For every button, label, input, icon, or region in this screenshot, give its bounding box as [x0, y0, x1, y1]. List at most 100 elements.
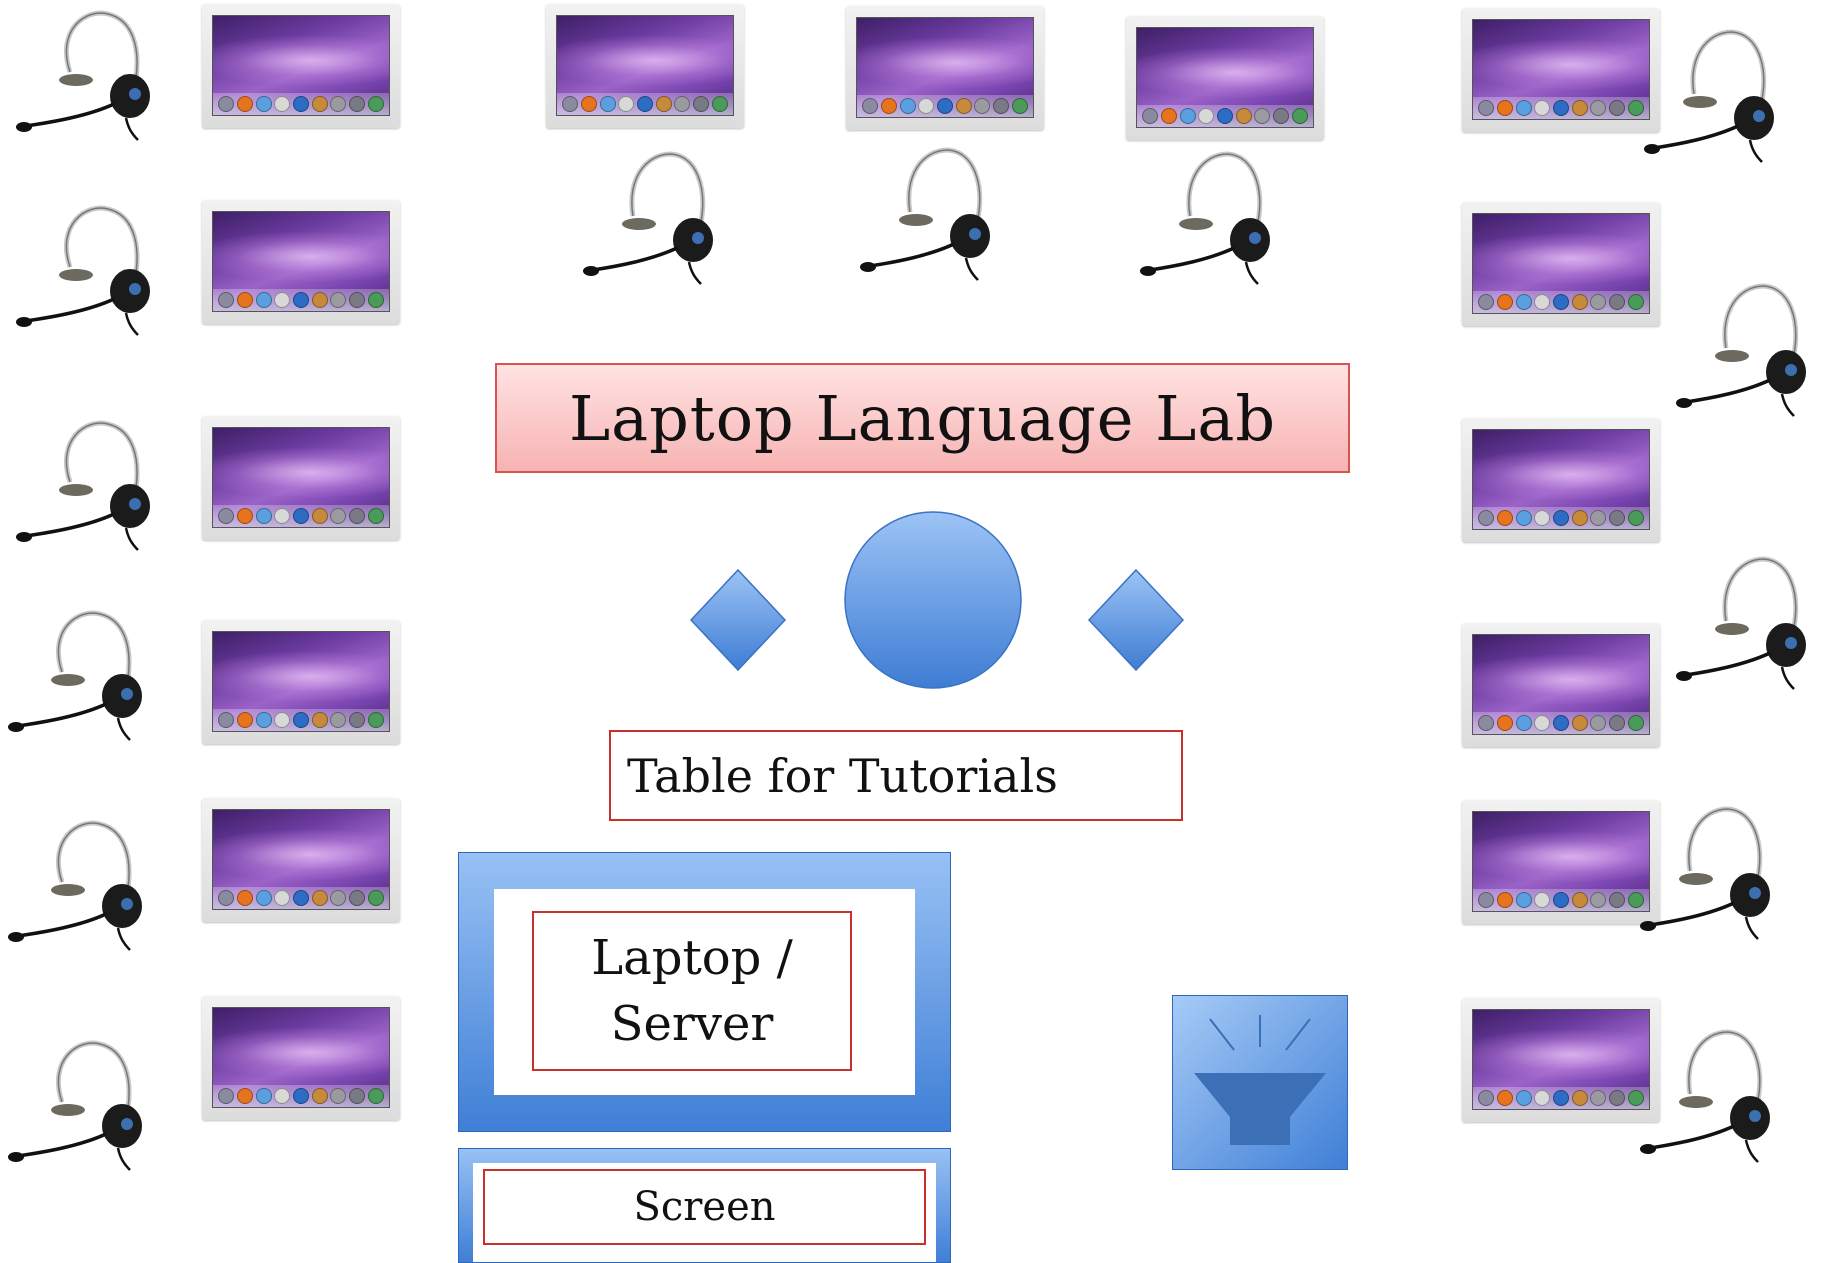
dock-app-icon	[348, 292, 365, 308]
dock-app-icon	[1496, 892, 1513, 908]
projection-screen: Screen	[458, 1148, 951, 1263]
dock-app-icon	[292, 890, 309, 906]
dock-app-icon	[1291, 108, 1308, 124]
laptop-icon	[1462, 418, 1660, 542]
dock-app-icon	[1515, 294, 1532, 310]
diamond-shape-right	[1087, 568, 1185, 672]
title-banner: Laptop Language Lab	[495, 363, 1350, 473]
dock-app-icon	[255, 292, 272, 308]
dock-app-icon	[955, 98, 972, 114]
dock-bar	[1473, 889, 1649, 911]
screen-label: Screen	[483, 1169, 926, 1245]
dock-app-icon	[562, 96, 579, 112]
laptop-icon	[202, 798, 400, 922]
dock-app-icon	[1179, 108, 1196, 124]
dock-app-icon	[674, 96, 691, 112]
dock-app-icon	[1496, 1090, 1513, 1106]
laptop-screen	[1472, 19, 1650, 120]
tutorial-table: Table for Tutorials	[609, 730, 1183, 821]
dock-bar	[857, 95, 1033, 117]
dock-app-icon	[274, 712, 291, 728]
dock-app-icon	[992, 98, 1009, 114]
dock-app-icon	[1571, 1090, 1588, 1106]
laptop-icon	[1462, 623, 1660, 747]
dock-app-icon	[311, 712, 328, 728]
dock-bar	[1473, 507, 1649, 529]
dock-app-icon	[1590, 100, 1607, 116]
headset-icon	[575, 140, 725, 290]
dock-app-icon	[1552, 715, 1569, 731]
page-title: Laptop Language Lab	[568, 381, 1277, 455]
headset-icon	[1132, 140, 1282, 290]
server-desk-inner: Laptop / Server	[494, 889, 915, 1095]
dock-app-icon	[1608, 510, 1625, 526]
laptop-icon	[1126, 16, 1324, 140]
dock-app-icon	[236, 1088, 253, 1104]
dock-app-icon	[367, 890, 384, 906]
server-label: Laptop / Server	[532, 911, 852, 1071]
laptop-screen	[212, 1007, 390, 1108]
dock-app-icon	[918, 98, 935, 114]
dock-app-icon	[1515, 510, 1532, 526]
dock-app-icon	[692, 96, 709, 112]
dock-bar	[213, 709, 389, 731]
dock-app-icon	[862, 98, 879, 114]
dock-app-icon	[274, 1088, 291, 1104]
headset-icon	[8, 195, 158, 345]
dock-app-icon	[1571, 892, 1588, 908]
dock-app-icon	[367, 292, 384, 308]
dock-app-icon	[348, 1088, 365, 1104]
dock-app-icon	[899, 98, 916, 114]
dock-app-icon	[1216, 108, 1233, 124]
dock-app-icon	[330, 292, 347, 308]
dock-app-icon	[1608, 1090, 1625, 1106]
dock-app-icon	[1627, 510, 1644, 526]
dock-app-icon	[1608, 892, 1625, 908]
dock-app-icon	[1627, 100, 1644, 116]
dock-app-icon	[236, 292, 253, 308]
dock-app-icon	[1235, 108, 1252, 124]
dock-app-icon	[1198, 108, 1215, 124]
dock-app-icon	[348, 890, 365, 906]
projector-icon	[1172, 995, 1348, 1170]
laptop-screen	[1472, 429, 1650, 530]
dock-app-icon	[1590, 715, 1607, 731]
dock-app-icon	[1515, 715, 1532, 731]
headset-icon	[0, 810, 150, 960]
projection-screen-inner: Screen	[473, 1163, 936, 1262]
laptop-screen	[1472, 811, 1650, 912]
dock-bar	[213, 1085, 389, 1107]
dock-app-icon	[1272, 108, 1289, 124]
dock-app-icon	[1590, 892, 1607, 908]
dock-app-icon	[330, 96, 347, 112]
dock-app-icon	[292, 1088, 309, 1104]
dock-app-icon	[1478, 294, 1495, 310]
laptop-screen	[1472, 634, 1650, 735]
dock-app-icon	[636, 96, 653, 112]
dock-app-icon	[274, 890, 291, 906]
dock-app-icon	[618, 96, 635, 112]
screen-label-text: Screen	[633, 1184, 776, 1230]
dock-app-icon	[1515, 892, 1532, 908]
dock-app-icon	[330, 712, 347, 728]
headset-icon	[1636, 18, 1786, 168]
dock-app-icon	[218, 712, 235, 728]
headset-icon	[1632, 1018, 1782, 1168]
dock-bar	[1473, 1087, 1649, 1109]
laptop-screen	[212, 15, 390, 116]
dock-app-icon	[367, 508, 384, 524]
dock-app-icon	[367, 1088, 384, 1104]
dock-app-icon	[1254, 108, 1271, 124]
dock-app-icon	[218, 890, 235, 906]
dock-app-icon	[1590, 510, 1607, 526]
dock-app-icon	[274, 96, 291, 112]
dock-app-icon	[1552, 892, 1569, 908]
dock-app-icon	[1608, 294, 1625, 310]
dock-app-icon	[1160, 108, 1177, 124]
dock-app-icon	[936, 98, 953, 114]
dock-bar	[1473, 97, 1649, 119]
diamond-shape-left	[690, 568, 787, 672]
dock-app-icon	[274, 292, 291, 308]
dock-app-icon	[330, 1088, 347, 1104]
dock-bar	[213, 887, 389, 909]
